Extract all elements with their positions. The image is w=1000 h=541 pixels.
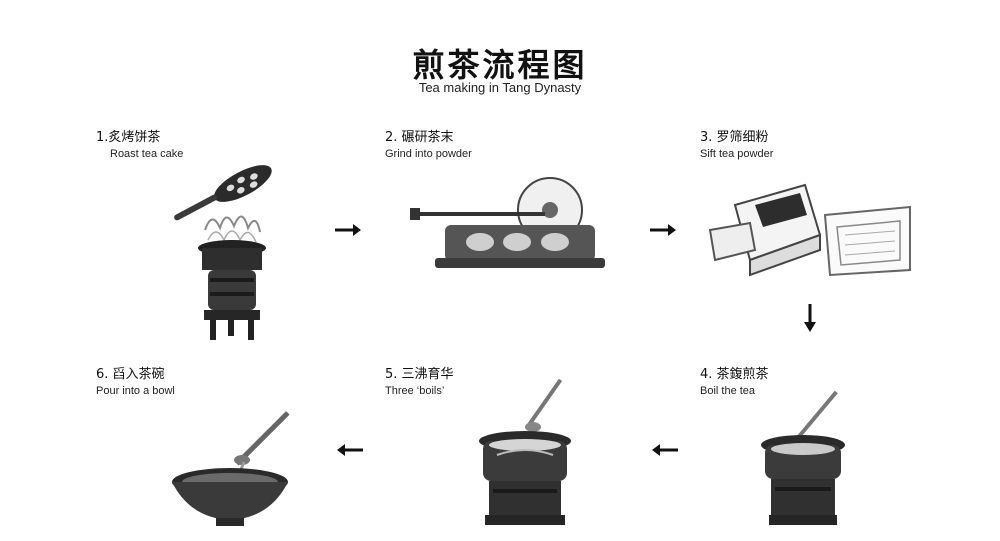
- step-3-title: 3. 罗筛细粉: [700, 130, 769, 145]
- step-1-subtitle: Roast tea cake: [110, 148, 184, 160]
- pour-bowl-illustration: [172, 411, 290, 526]
- step-6-label: 6. 舀入茶碗 Pour into a bowl: [96, 367, 175, 399]
- step-4-title: 4. 茶鍑煎茶: [700, 367, 769, 382]
- three-boils-illustration: [479, 378, 571, 525]
- step-5-subtitle: Three ‘boils’: [385, 385, 445, 397]
- step-4-label: 4. 茶鍑煎茶 Boil the tea: [700, 367, 769, 399]
- step-4-subtitle: Boil the tea: [700, 385, 756, 397]
- grind-tea-illustration: [410, 177, 605, 268]
- step-6-subtitle: Pour into a bowl: [96, 385, 175, 397]
- page-subtitle: Tea making in Tang Dynasty: [418, 80, 582, 95]
- step-2-title: 2. 碾研茶末: [385, 130, 454, 145]
- arrow-right-icon: [335, 224, 361, 236]
- boil-tea-illustration: [761, 390, 845, 525]
- step-2-label: 2. 碾研茶末 Grind into powder: [385, 130, 472, 162]
- step-2-subtitle: Grind into powder: [385, 148, 472, 160]
- arrow-left-icon: [337, 444, 363, 456]
- arrow-left-icon: [652, 444, 678, 456]
- roast-tea-cake-illustration: [174, 165, 272, 340]
- step-6-title: 6. 舀入茶碗: [96, 367, 165, 382]
- step-1-label: 1.炙烤饼茶 Roast tea cake: [96, 130, 183, 162]
- arrow-right-icon: [650, 224, 676, 236]
- step-5-title: 5. 三沸育华: [385, 367, 454, 382]
- step-5-label: 5. 三沸育华 Three ‘boils’: [385, 367, 454, 399]
- step-3-subtitle: Sift tea powder: [700, 148, 774, 160]
- page-title: 煎茶流程图: [412, 46, 588, 84]
- arrow-down-icon: [804, 304, 816, 332]
- step-3-label: 3. 罗筛细粉 Sift tea powder: [700, 130, 773, 162]
- sift-tea-illustration: [708, 183, 911, 277]
- step-1-title: 1.炙烤饼茶: [96, 130, 161, 145]
